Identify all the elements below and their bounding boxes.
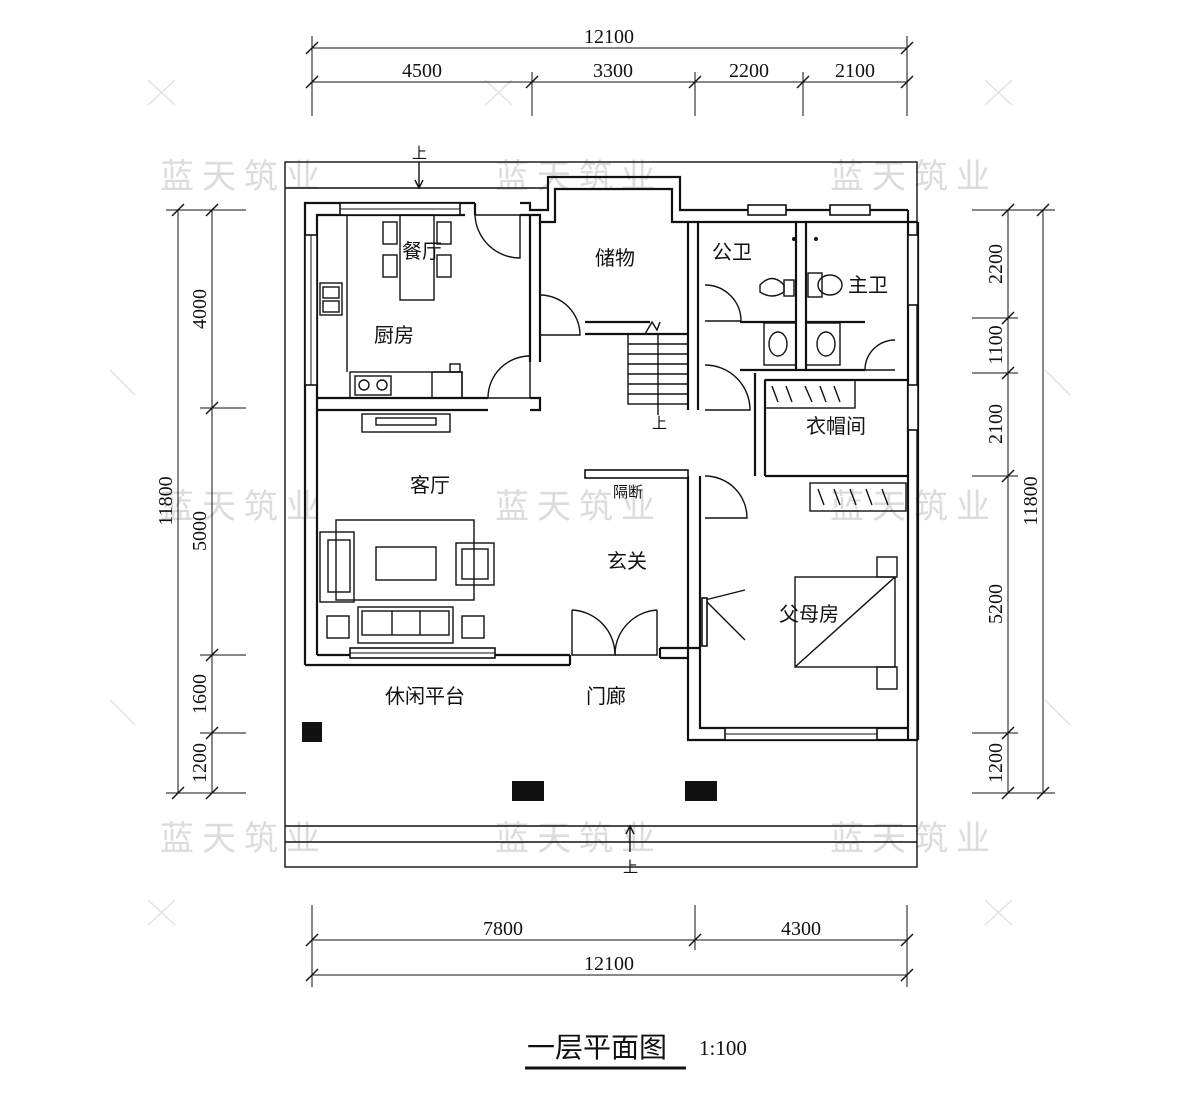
- room-label-cloakroom: 衣帽间: [806, 414, 866, 438]
- top-total-dimension: 12100: [584, 26, 634, 48]
- right-segment-dimension: 1200: [985, 743, 1007, 783]
- top-segment-dimension: 4500: [402, 60, 442, 82]
- entry-arrows: 上 上: [412, 144, 638, 876]
- room-label-public-bath: 公卫: [712, 240, 752, 264]
- top-segment-dimension: 3300: [593, 60, 633, 82]
- room-label-partition: 隔断: [613, 483, 643, 501]
- kitchen-fixtures: [319, 282, 463, 399]
- bed: [794, 556, 898, 690]
- right-segment-dimension: 2100: [985, 404, 1007, 444]
- right-segment-dimension: 2200: [985, 244, 1007, 284]
- right-segment-dimension: 1100: [985, 325, 1007, 364]
- watermark: 蓝天筑业: [160, 157, 328, 197]
- watermark-group: 蓝天筑业 蓝天筑业 蓝天筑业 蓝天筑业 蓝天筑业 蓝天筑业 蓝天筑业 蓝天筑业 …: [109, 79, 1071, 926]
- room-label-dining: 餐厅: [402, 239, 442, 263]
- watermark: 蓝天筑业: [830, 819, 998, 859]
- watermark: 蓝天筑业: [160, 487, 328, 527]
- top-segment-dimension: 2100: [835, 60, 875, 82]
- room-label-foyer: 玄关: [607, 549, 647, 573]
- left-segment-dimension: 5000: [189, 511, 211, 551]
- windows: [304, 202, 919, 741]
- stair-up-label: 上: [652, 414, 667, 432]
- left-total-dimension: 11800: [155, 476, 177, 525]
- top-dimensions: 12100 4500 3300 2200 2100: [305, 26, 914, 116]
- right-segment-dimension: 5200: [985, 584, 1007, 624]
- dining-table: [346, 214, 452, 372]
- plan-scale: 1:100: [699, 1036, 747, 1060]
- up-label-bottom: 上: [623, 858, 638, 876]
- doors: [474, 214, 896, 656]
- columns: [302, 722, 717, 801]
- watermark: 蓝天筑业: [495, 487, 663, 527]
- watermark: 蓝天筑业: [830, 157, 998, 197]
- left-segment-dimension: 4000: [189, 289, 211, 329]
- left-segment-dimension: 1200: [189, 743, 211, 783]
- bathroom-fixtures: [759, 237, 843, 366]
- up-label-top: 上: [412, 144, 427, 162]
- room-label-master-bath: 主卫: [848, 273, 888, 297]
- room-label-parents-room: 父母房: [779, 602, 839, 626]
- bottom-segment-dimension: 7800: [483, 918, 523, 940]
- bottom-total-dimension: 12100: [584, 953, 634, 975]
- plan-title: 一层平面图: [527, 1031, 667, 1064]
- left-dimensions: 11800 4000 5000 1600 1200: [155, 203, 246, 800]
- room-label-storage: 储物: [595, 246, 635, 270]
- bottom-dimensions: 7800 4300 12100: [305, 905, 914, 987]
- room-label-living: 客厅: [410, 473, 450, 497]
- right-total-dimension: 11800: [1020, 476, 1042, 525]
- watermark: 蓝天筑业: [495, 819, 663, 859]
- watermark: 蓝天筑业: [830, 487, 998, 527]
- wardrobes: [764, 379, 907, 512]
- watermark: 蓝天筑业: [160, 819, 328, 859]
- room-label-leisure-terrace: 休闲平台: [385, 684, 465, 708]
- stairs: 上: [627, 320, 689, 432]
- right-dimensions: 2200 1100 2100 5200 1200 11800: [972, 203, 1055, 800]
- drawing-title: 一层平面图 1:100: [525, 1031, 747, 1070]
- room-label-kitchen: 厨房: [374, 323, 414, 347]
- room-labels: 餐厅 厨房 储物 公卫 主卫 衣帽间 客厅 隔断 玄关 父母房 休闲平台 门廊: [374, 239, 888, 708]
- room-label-porch: 门廊: [586, 684, 626, 708]
- bottom-segment-dimension: 4300: [781, 918, 821, 940]
- left-segment-dimension: 1600: [189, 674, 211, 714]
- living-furniture: [319, 519, 495, 644]
- top-segment-dimension: 2200: [729, 60, 769, 82]
- tv-cabinet: [361, 413, 451, 433]
